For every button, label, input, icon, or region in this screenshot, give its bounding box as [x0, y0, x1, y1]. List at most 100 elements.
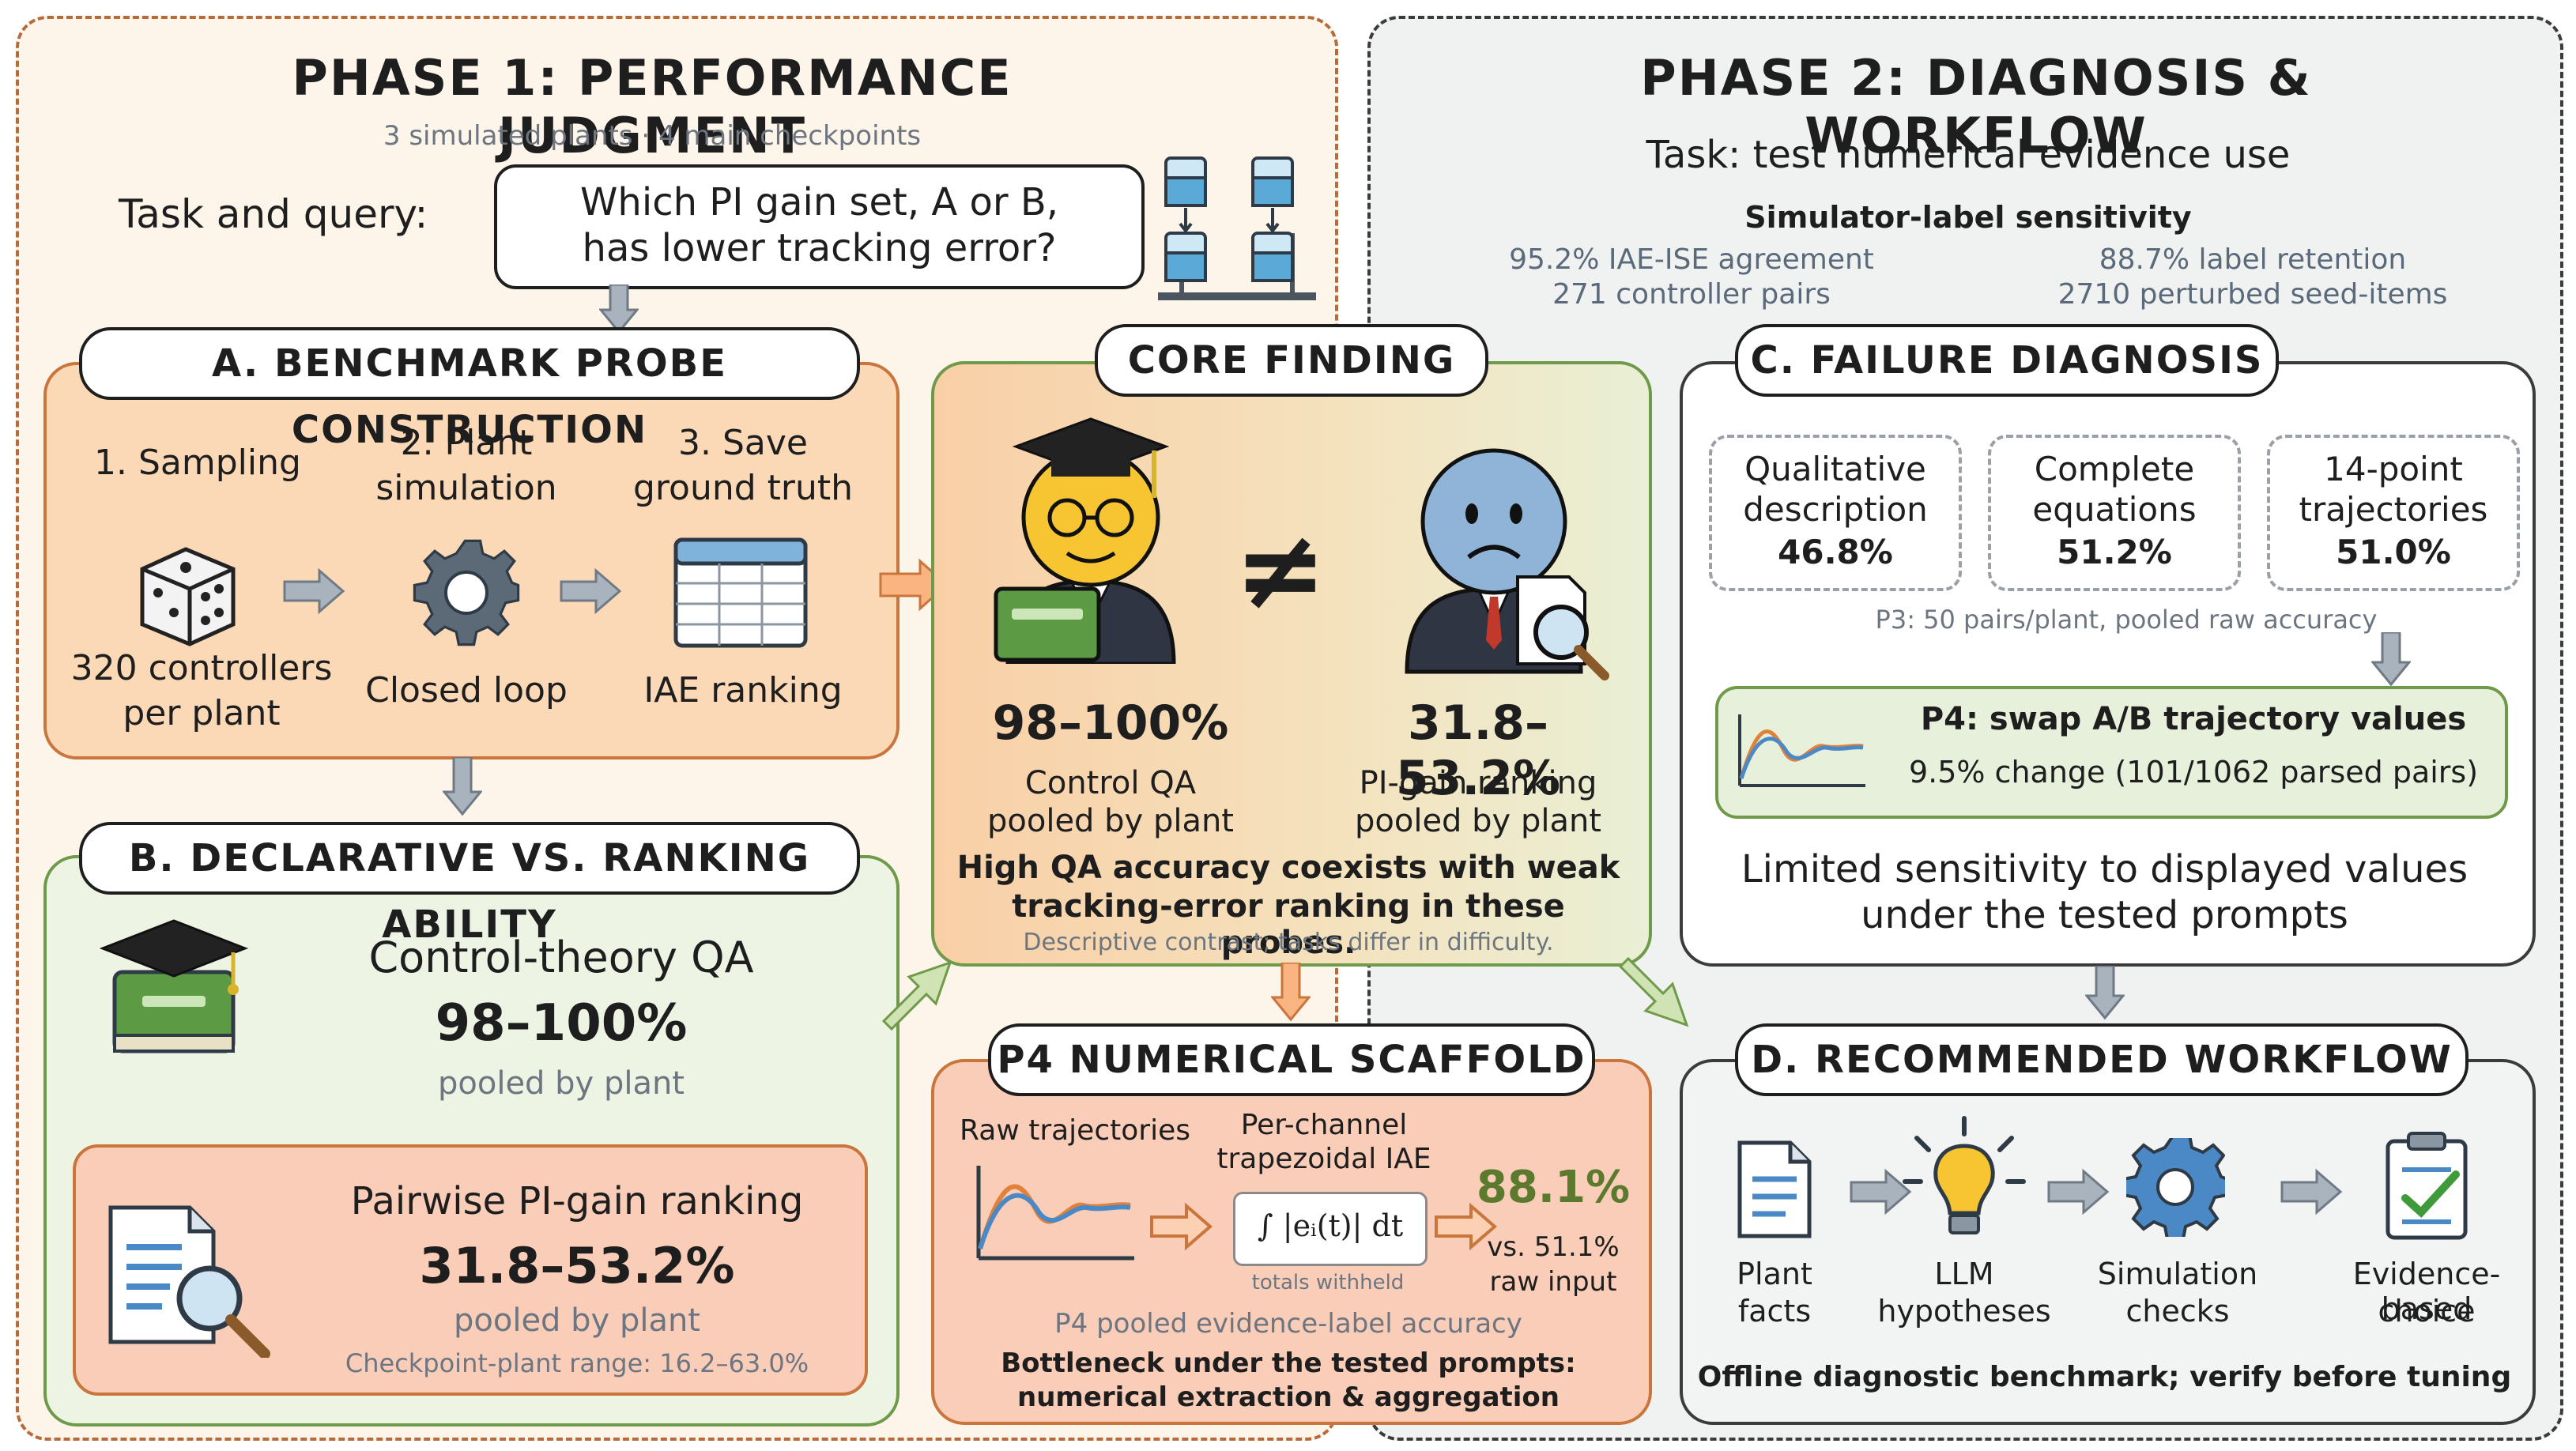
trajectory-chart-icon: [976, 1166, 1134, 1261]
right-arrow-icon: [560, 567, 622, 615]
trajectories-line1: 14-point: [2324, 450, 2463, 488]
step-plant-facts-1: Plant: [1737, 1257, 1812, 1291]
p4-iae-label-1: Per-channel: [1240, 1109, 1408, 1141]
ranking-range: Checkpoint-plant range: 16.2–63.0%: [345, 1348, 809, 1378]
graduation-book-icon: [99, 919, 249, 1053]
document-magnifier-icon: [108, 1205, 270, 1358]
gear-icon: [2126, 1138, 2225, 1237]
step-plant-facts-2: facts: [1737, 1294, 1812, 1329]
core-right-label-1: PI-gain ranking: [1359, 765, 1597, 801]
sensitivity-title: Simulator-label sensitivity: [1744, 200, 2192, 235]
p4-swap-value: 9.5% change (101/1062 parsed pairs): [1908, 755, 2479, 790]
trajectories-box: 14-point trajectories 51.0%: [2267, 435, 2520, 591]
p4-caption: P4 pooled evidence-label accuracy: [1054, 1308, 1522, 1340]
table-icon: [673, 537, 808, 648]
graduate-avatar-icon: [994, 417, 1176, 664]
recommended-workflow-section: [1680, 1059, 2536, 1425]
core-right-label-2: pooled by plant: [1355, 803, 1601, 839]
right-arrow-icon: [1850, 1168, 1912, 1215]
qualitative-box: Qualitative description 46.8%: [1709, 435, 1962, 591]
trajectories-line2: trajectories: [2299, 490, 2488, 529]
controllers-caption-2: per plant: [123, 693, 281, 733]
down-arrow-icon: [2085, 966, 2125, 1019]
sensitivity-stat-1: 95.2% IAE-ISE agreement: [1509, 243, 1874, 276]
clipboard-check-icon: [2386, 1132, 2468, 1240]
phase2-title: PHASE 2: DIAGNOSIS & WORKFLOW: [1640, 49, 2312, 164]
section-d-title: D. RECOMMENDED WORKFLOW: [1735, 1023, 2469, 1096]
step-sampling-label: 1. Sampling: [94, 443, 301, 483]
right-arrow-icon: [2047, 1168, 2110, 1215]
gear-icon: [413, 539, 520, 646]
conclusion-1: Limited sensitivity to displayed values: [1741, 847, 2469, 891]
equations-line2: equations: [2032, 490, 2197, 529]
not-equal-symbol: ≠: [1234, 506, 1327, 635]
qa-note: pooled by plant: [438, 1065, 685, 1102]
right-arrow-icon: [2280, 1168, 2343, 1215]
equations-box: Complete equations 51.2%: [1988, 435, 2241, 591]
document-icon: [1737, 1140, 1812, 1238]
p4-accuracy: 88.1%: [1476, 1162, 1631, 1213]
query-line1: Which PI gain set, A or B,: [579, 180, 1059, 224]
step-save-label-2: ground truth: [632, 468, 854, 508]
core-left-label-1: Control QA: [1024, 765, 1197, 801]
diagonal-arrow-icon: [1618, 956, 1689, 1027]
qualitative-line1: Qualitative: [1744, 450, 1926, 488]
p3-note: P3: 50 pairs/plant, pooled raw accuracy: [1875, 605, 2378, 635]
equations-line1: Complete: [2034, 450, 2195, 488]
p4-swap-box: [1715, 686, 2508, 819]
phase1-subtitle: 3 simulated plants · 4 main checkpoints: [383, 120, 922, 152]
phase1-title: PHASE 1: PERFORMANCE JUDGMENT: [292, 49, 1013, 164]
section-c-title: C. FAILURE DIAGNOSIS: [1735, 324, 2279, 397]
query-line2: has lower tracking error?: [582, 226, 1057, 270]
right-arrow-icon: [1435, 1203, 1498, 1250]
sad-analyst-icon: [1405, 448, 1609, 680]
down-arrow-icon: [2371, 632, 2411, 686]
equations-value: 51.2%: [2057, 533, 2172, 571]
ranking-note: pooled by plant: [454, 1302, 700, 1339]
lightbulb-icon: [1903, 1116, 2026, 1234]
core-statement-2: tracking-error ranking in these probes.: [1012, 888, 1565, 961]
step-simulation-label-1: 2. Plant: [400, 423, 533, 463]
plant-tanks-icon: [1158, 156, 1316, 300]
trajectories-value: 51.0%: [2336, 533, 2451, 571]
core-title: CORE FINDING: [1095, 324, 1488, 397]
qa-value: 98–100%: [435, 994, 688, 1053]
sensitivity-stat-2: 271 controller pairs: [1552, 278, 1831, 311]
workflow-footer: Offline diagnostic benchmark; verify bef…: [1697, 1361, 2512, 1393]
step-simulation-2: checks: [2125, 1294, 2230, 1329]
section-b-title: B. DECLARATIVE VS. RANKING ABILITY: [79, 822, 860, 947]
conclusion-2: under the tested prompts: [1861, 893, 2348, 937]
step-llm-2: hypotheses: [1877, 1294, 2051, 1329]
core-note: Descriptive contrast; tasks differ in di…: [1023, 929, 1554, 956]
p4-swap-title: P4: swap A/B trajectory values: [1920, 701, 2467, 737]
diagonal-arrow-icon: [881, 960, 952, 1031]
down-arrow-icon: [599, 285, 639, 334]
down-arrow-icon: [443, 757, 482, 816]
trajectory-chart-icon: [1738, 714, 1865, 787]
totals-withheld: totals withheld: [1251, 1271, 1405, 1295]
p4-bottleneck-1: Bottleneck under the tested prompts:: [1001, 1347, 1576, 1379]
step-simulation-1: Simulation: [2097, 1257, 2258, 1291]
qualitative-line2: description: [1743, 490, 1928, 529]
iae-ranking-caption: IAE ranking: [643, 670, 843, 710]
section-a-title: A. BENCHMARK PROBE CONSTRUCTION: [79, 327, 860, 452]
core-right-value: 31.8–53.2%: [1395, 695, 1561, 806]
qa-label: Control-theory QA: [368, 933, 754, 982]
step-llm-1: LLM: [1934, 1257, 1994, 1291]
query-box: Which PI gain set, A or B, has lower tra…: [494, 164, 1145, 289]
controllers-caption-1: 320 controllers: [70, 648, 333, 688]
p4-raw-label: Raw trajectories: [960, 1114, 1190, 1147]
iae-formula: ∫ |eᵢ(t)| dt: [1257, 1208, 1404, 1243]
p4-title: P4 NUMERICAL SCAFFOLD: [988, 1023, 1595, 1096]
p4-vs-1: vs. 51.1%: [1487, 1231, 1620, 1263]
step-evidence-2: choice: [2378, 1294, 2476, 1329]
formula-box: ∫ |eᵢ(t)| dt: [1233, 1192, 1428, 1266]
step-evidence-1: Evidence-based: [2352, 1257, 2501, 1326]
core-left-label-2: pooled by plant: [987, 803, 1234, 839]
ranking-label: Pairwise PI-gain ranking: [350, 1179, 804, 1223]
right-arrow-icon: [283, 567, 345, 615]
p4-vs-2: raw input: [1489, 1266, 1617, 1298]
down-arrow-icon: [1271, 963, 1311, 1022]
qualitative-value: 46.8%: [1778, 533, 1893, 571]
core-left-value: 98–100%: [992, 695, 1229, 751]
